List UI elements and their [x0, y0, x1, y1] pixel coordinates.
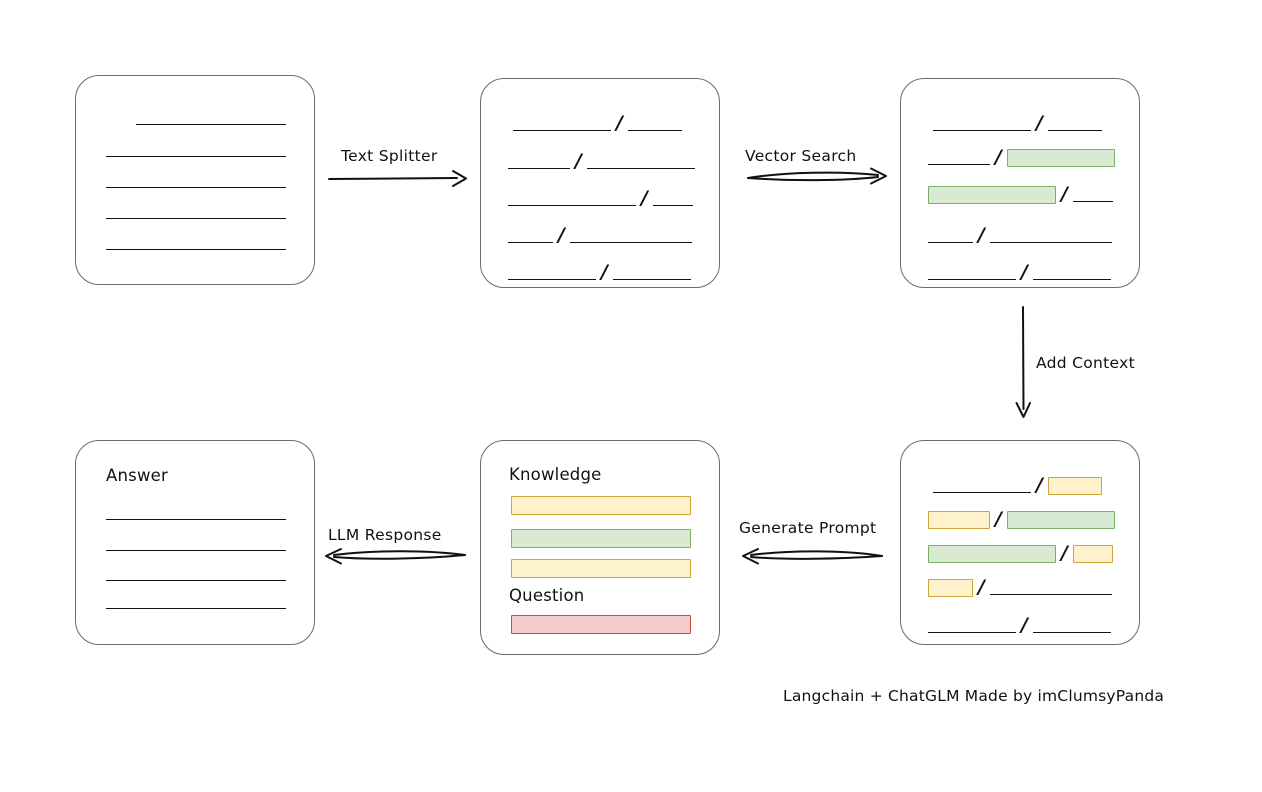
- arrow-generate-prompt: [742, 548, 883, 565]
- chunk-divider: /: [616, 112, 623, 134]
- chunk-segment: [612, 279, 691, 280]
- split-line: /: [508, 186, 693, 208]
- chunk-divider: /: [1021, 614, 1028, 636]
- chunk-segment-matched: [1006, 149, 1115, 167]
- chunk-segment: [569, 242, 692, 243]
- edge-label-add-context: Add Context: [1036, 354, 1135, 372]
- chunk-segment: [508, 168, 570, 169]
- arrow-add-context: [1015, 306, 1031, 418]
- split-line: /: [928, 223, 1112, 245]
- chunk-segment: [513, 130, 611, 131]
- knowledge-label: Knowledge: [509, 465, 602, 484]
- chunk-divider: /: [558, 224, 565, 246]
- chunk-divider: /: [995, 508, 1002, 530]
- chunk-segment: [1072, 201, 1113, 202]
- chunk-segment-context: [1047, 477, 1102, 495]
- text-line: [106, 608, 286, 609]
- text-line: [106, 550, 286, 551]
- chunk-segment-context: [1072, 545, 1113, 563]
- answer-label: Answer: [106, 466, 168, 485]
- edge-label-llm-response: LLM Response: [328, 526, 442, 544]
- split-line: /: [928, 575, 1112, 597]
- chunk-segment: [586, 168, 695, 169]
- chunk-divider: /: [1036, 474, 1043, 496]
- split-line: /: [513, 111, 682, 133]
- text-line: [136, 124, 286, 125]
- text-line: [106, 156, 286, 157]
- context-document-box[interactable]: / / / / /: [900, 440, 1140, 645]
- chunk-segment-matched: [928, 186, 1056, 204]
- chunk-segment: [1047, 130, 1102, 131]
- chunk-segment-matched: [1006, 511, 1115, 529]
- split-line: /: [928, 507, 1115, 529]
- chunk-divider: /: [1036, 112, 1043, 134]
- chunk-segment: [933, 492, 1031, 493]
- text-line: [106, 187, 286, 188]
- chunk-segment: [933, 130, 1031, 131]
- text-line: [106, 249, 286, 250]
- chunk-segment: [928, 164, 990, 165]
- split-line: /: [928, 541, 1113, 563]
- edge-label-generate-prompt: Generate Prompt: [739, 519, 877, 537]
- split-line: /: [933, 473, 1102, 495]
- split-document-box[interactable]: / / / / /: [480, 78, 720, 288]
- chunk-divider: /: [1061, 542, 1068, 564]
- retrieved-document-box[interactable]: / / / / /: [900, 78, 1140, 288]
- text-line: [106, 519, 286, 520]
- chunk-segment: [989, 242, 1112, 243]
- answer-box[interactable]: Answer: [75, 440, 315, 645]
- knowledge-bar-yellow: [511, 496, 691, 515]
- chunk-segment: [1032, 279, 1111, 280]
- prompt-box[interactable]: Knowledge Question: [480, 440, 720, 655]
- split-line: /: [508, 223, 692, 245]
- chunk-segment: [1032, 632, 1111, 633]
- chunk-divider: /: [995, 146, 1002, 168]
- chunk-divider: /: [1021, 261, 1028, 283]
- chunk-segment-context: [928, 579, 973, 597]
- knowledge-bar-yellow: [511, 559, 691, 578]
- chunk-segment: [627, 130, 682, 131]
- arrow-llm-response: [325, 548, 466, 565]
- source-document-lines: [76, 76, 314, 284]
- chunk-divider: /: [641, 187, 648, 209]
- split-line: /: [928, 145, 1115, 167]
- chunk-segment: [508, 279, 596, 280]
- split-line: /: [928, 260, 1111, 282]
- chunk-divider: /: [1061, 183, 1068, 205]
- chunk-segment: [928, 632, 1016, 633]
- chunk-segment: [928, 242, 973, 243]
- chunk-segment: [508, 205, 636, 206]
- chunk-divider: /: [601, 261, 608, 283]
- context-document-lines: / / / / /: [901, 441, 1139, 644]
- chunk-segment-context: [928, 511, 990, 529]
- chunk-segment: [989, 594, 1112, 595]
- credit-text: Langchain + ChatGLM Made by imClumsyPand…: [783, 687, 1165, 705]
- edge-label-text-splitter: Text Splitter: [341, 147, 438, 165]
- chunk-segment-matched: [928, 545, 1056, 563]
- source-document-box[interactable]: [75, 75, 315, 285]
- chunk-segment: [652, 205, 693, 206]
- arrow-text-splitter: [328, 170, 467, 187]
- chunk-divider: /: [978, 224, 985, 246]
- chunk-divider: /: [575, 150, 582, 172]
- split-line: /: [508, 149, 695, 171]
- question-bar-red: [511, 615, 691, 634]
- split-line: /: [928, 613, 1111, 635]
- split-line: /: [508, 260, 691, 282]
- chunk-divider: /: [978, 576, 985, 598]
- arrow-vector-search: [747, 167, 887, 185]
- retrieved-document-lines: / / / / /: [901, 79, 1139, 287]
- text-line: [106, 580, 286, 581]
- question-label: Question: [509, 586, 585, 605]
- knowledge-bar-green: [511, 529, 691, 548]
- text-line: [106, 218, 286, 219]
- chunk-segment: [928, 279, 1016, 280]
- split-line: /: [928, 182, 1113, 204]
- answer-lines: [76, 441, 314, 644]
- chunk-segment: [508, 242, 553, 243]
- split-line: /: [933, 111, 1102, 133]
- edge-label-vector-search: Vector Search: [745, 147, 857, 165]
- split-document-lines: / / / / /: [481, 79, 719, 287]
